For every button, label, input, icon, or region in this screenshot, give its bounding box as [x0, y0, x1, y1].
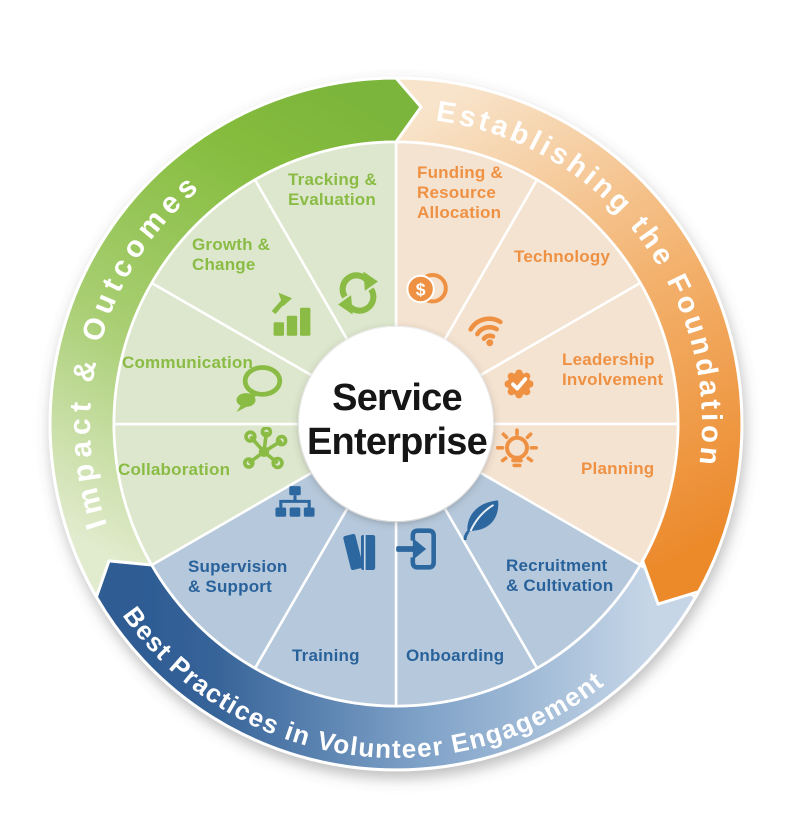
badge-check-icon	[502, 367, 536, 401]
center-circle	[299, 327, 493, 521]
ring-arrowhead-foundation	[641, 560, 700, 606]
